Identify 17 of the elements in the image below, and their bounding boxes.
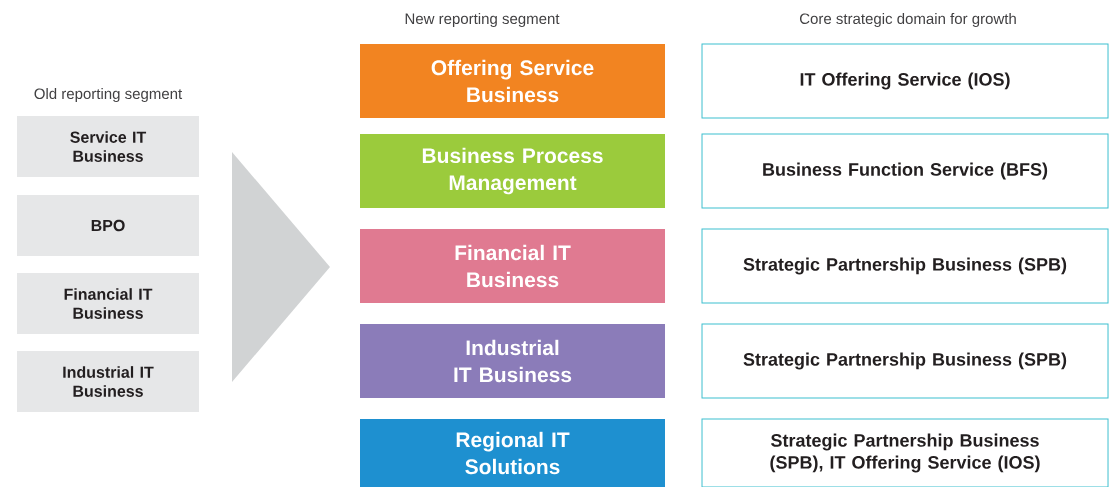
column-heading: Old reporting segment (34, 88, 183, 102)
segment-box: Industrial IT Business (360, 324, 665, 398)
domain-box: Strategic Partnership Business (SPB), IT Offering Service (IOS) (701, 418, 1109, 487)
column-heading: New reporting segment (405, 13, 560, 27)
domain-box: Strategic Partnership Business (SPB) (701, 323, 1109, 399)
domain-box: Business Function Service (BFS) (701, 133, 1109, 209)
segment-box: Offering Service Business (360, 44, 665, 118)
segment-box: Financial IT Business (17, 273, 199, 334)
domain-box: IT Offering Service (IOS) (701, 43, 1109, 119)
segment-box: Service IT Business (17, 116, 199, 177)
segment-box: BPO (17, 195, 199, 256)
segment-box: Regional IT Solutions (360, 419, 665, 487)
segment-box: Business Process Management (360, 134, 665, 208)
segment-box: Financial IT Business (360, 229, 665, 303)
domain-box: Strategic Partnership Business (SPB) (701, 228, 1109, 304)
column-heading: Core strategic domain for growth (800, 13, 1016, 27)
segment-box: Industrial IT Business (17, 351, 199, 412)
